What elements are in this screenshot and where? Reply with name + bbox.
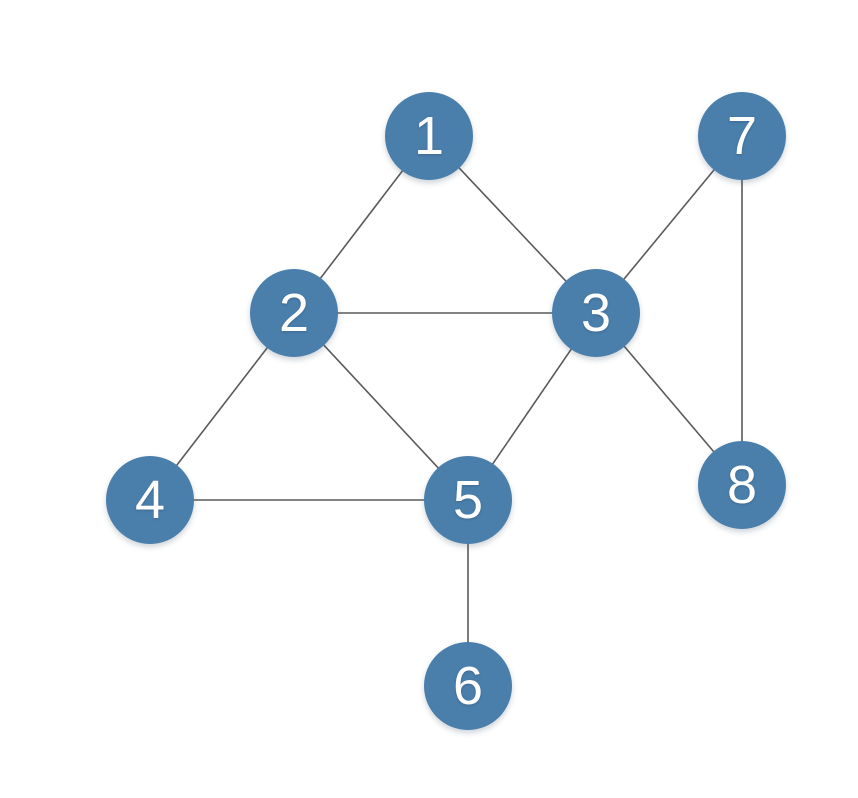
- graph-node-3[interactable]: 3: [552, 269, 640, 357]
- graph-edge: [174, 344, 270, 469]
- graph-node-2[interactable]: 2: [250, 269, 338, 357]
- graph-node-label: 6: [452, 656, 484, 716]
- graph-node-label: 3: [580, 283, 612, 343]
- graph-edge: [321, 342, 441, 471]
- graph-node-label: 5: [452, 470, 484, 530]
- graph-node-4[interactable]: 4: [106, 456, 194, 544]
- graph-edge: [490, 346, 574, 467]
- graph-node-5[interactable]: 5: [424, 456, 512, 544]
- graph-node-label: 2: [278, 283, 310, 343]
- graph-edge: [456, 165, 569, 284]
- graph-node-label: 7: [726, 106, 758, 166]
- graph-edge: [318, 168, 405, 281]
- graph-node-label: 8: [726, 455, 758, 515]
- graph-edge: [621, 343, 717, 455]
- graph-node-7[interactable]: 7: [698, 92, 786, 180]
- graph-edge: [621, 167, 717, 282]
- graph-node-label: 4: [134, 470, 166, 530]
- graph-node-8[interactable]: 8: [698, 441, 786, 529]
- graph-node-6[interactable]: 6: [424, 642, 512, 730]
- graph-node-label: 1: [413, 106, 445, 166]
- graph-node-1[interactable]: 1: [385, 92, 473, 180]
